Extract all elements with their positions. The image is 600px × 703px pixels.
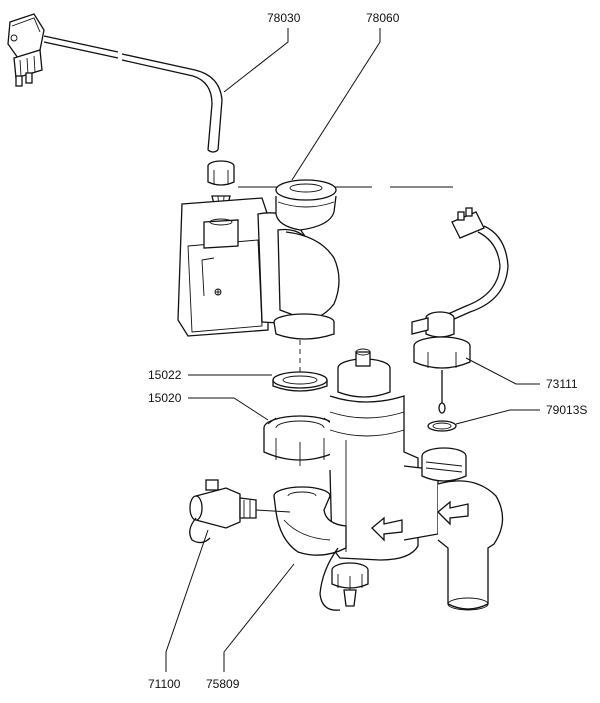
label-15022: 15022: [148, 368, 182, 382]
label-78030: 78030: [267, 11, 301, 25]
part-labels: 78030 78060 15022 15020 73111 79013S 711…: [148, 11, 587, 691]
sensor-73111: [411, 207, 509, 414]
label-15020: 15020: [148, 391, 182, 405]
pump-78060: [177, 179, 340, 340]
microswitch-78030: [7, 13, 223, 153]
label-71100: 71100: [148, 677, 181, 691]
label-78060: 78060: [366, 11, 400, 25]
hydraulic-body: [273, 348, 504, 611]
union-nut-15020: [263, 415, 337, 466]
label-73111: 73111: [546, 377, 578, 391]
label-75809: 75809: [206, 677, 240, 691]
seal-ring-15022: [272, 371, 328, 392]
label-79013S: 79013S: [546, 403, 587, 417]
drain-valve-71100: [189, 479, 291, 544]
o-ring-79013S: [427, 420, 457, 432]
axis-line: [238, 186, 453, 372]
leader-lines: [165, 28, 540, 672]
